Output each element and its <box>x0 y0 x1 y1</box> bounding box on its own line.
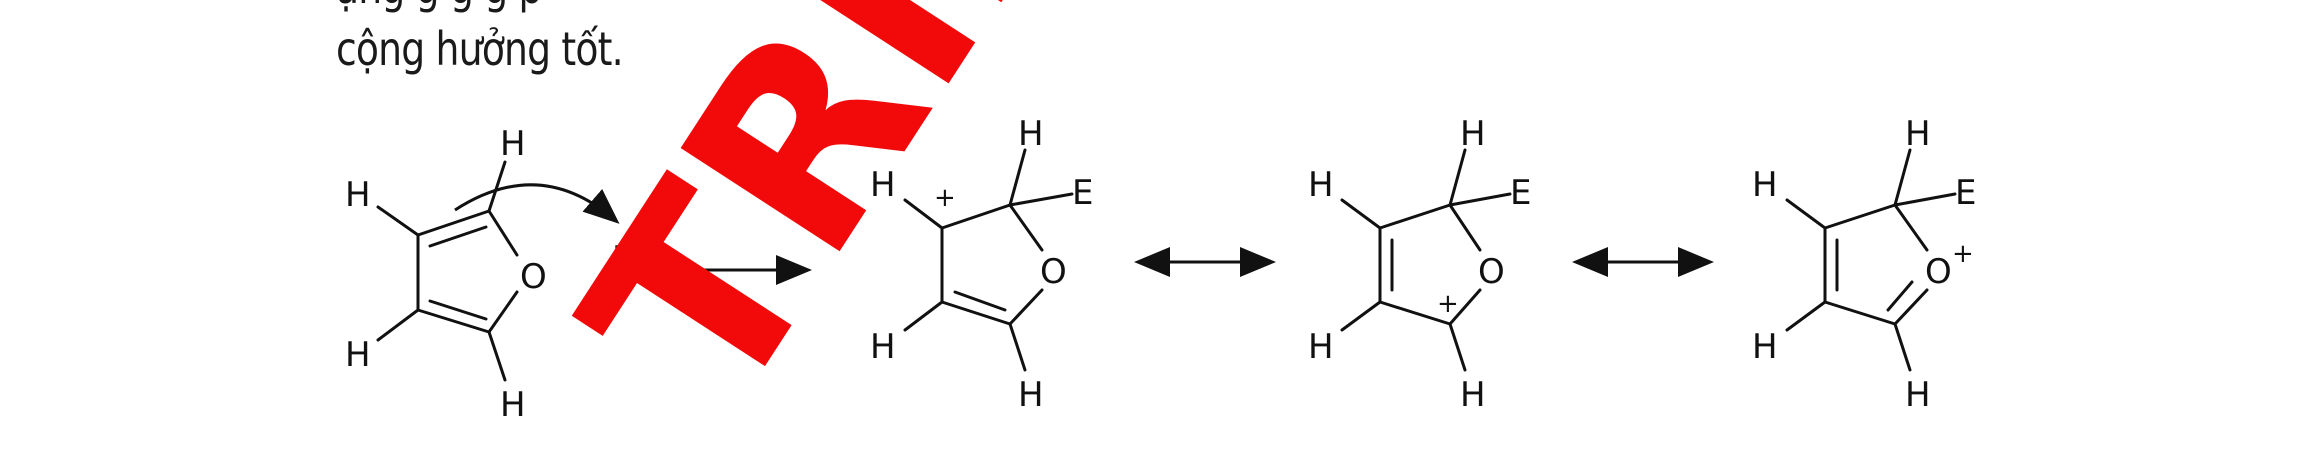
electrophile-symbol: E <box>612 239 633 279</box>
text-line: cộng hưởng tốt. <box>336 22 624 76</box>
res3-atom-h-left-bottom: H <box>1752 327 1778 367</box>
cut-off-text-line: ạng g g g p <box>336 0 542 14</box>
resonance-structure-3: H H E O H H + <box>1752 114 1976 415</box>
res3-atom-h-left-top: H <box>1752 165 1778 205</box>
res2-atom-e: E <box>1510 173 1531 213</box>
reactant-atom-o: O <box>520 257 547 297</box>
res2-atom-o: O <box>1478 252 1505 292</box>
resonance-structure-2: H H E O H H + <box>1308 114 1531 415</box>
int1-atom-e: E <box>1072 173 1093 213</box>
res2-atom-h-bottom: H <box>1460 375 1486 415</box>
reactant-atom-h-bottom: H <box>500 385 526 425</box>
electrophile-charge: + <box>636 231 658 261</box>
int1-atom-h-top: H <box>1018 114 1044 154</box>
res2-atom-h-left-top: H <box>1308 165 1334 205</box>
curved-electron-arrow <box>454 183 620 224</box>
watermark-text: TRÌN <box>526 0 1159 451</box>
res3-atom-e: E <box>1955 173 1976 213</box>
int1-atom-h-left-top: H <box>870 165 896 205</box>
reactant-atom-h-left-bottom: H <box>345 335 371 375</box>
res2-atom-h-left-bottom: H <box>1308 327 1334 367</box>
int1-atom-h-left-bottom: H <box>870 327 896 367</box>
int1-atom-h-bottom: H <box>1018 375 1044 415</box>
res3-atom-h-bottom: H <box>1905 375 1931 415</box>
res3-atom-h-top: H <box>1905 114 1931 154</box>
sigma-complex-1: H H E O H H + <box>870 114 1093 415</box>
int1-charge: + <box>934 183 956 213</box>
int1-atom-o: O <box>1040 252 1067 292</box>
reactant-atom-h-top: H <box>500 124 526 164</box>
furan-reactant: H H O H H <box>345 124 620 425</box>
reactant-atom-h-left-top: H <box>345 175 371 215</box>
res3-atom-o: O <box>1925 252 1952 292</box>
res3-charge: + <box>1952 239 1974 269</box>
res2-charge: + <box>1437 289 1459 319</box>
res2-atom-h-top: H <box>1460 114 1486 154</box>
